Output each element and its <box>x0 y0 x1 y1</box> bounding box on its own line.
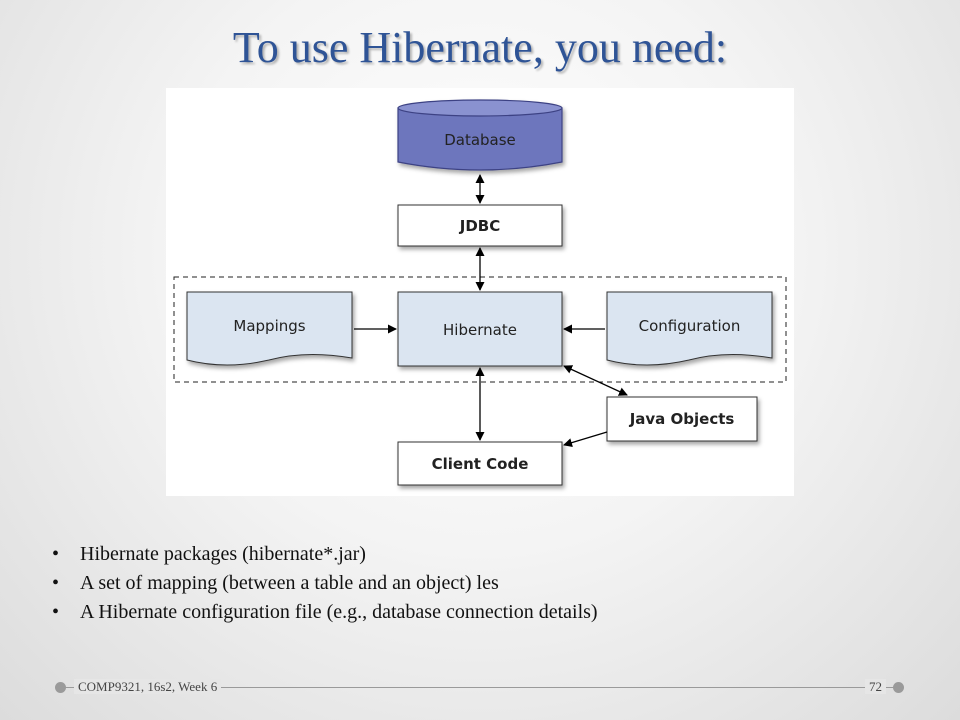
list-item: • A set of mapping (between a table and a… <box>52 569 598 598</box>
database-cylinder <box>397 99 563 171</box>
configuration-document <box>606 291 773 366</box>
footer-dot-icon <box>55 682 66 693</box>
footer-divider <box>60 687 900 688</box>
diagram-graphics <box>173 99 787 486</box>
page-number: 72 <box>865 679 898 695</box>
client-code-label: Client Code <box>431 454 529 473</box>
java-objects-box <box>606 396 758 442</box>
architecture-diagram: Database JDBC Mappings Hibernate Configu… <box>166 88 794 496</box>
footer-course-text: COMP9321, 16s2, Week 6 <box>74 679 222 694</box>
page-number-text: 72 <box>865 679 886 694</box>
requirements-list: • Hibernate packages (hibernate*.jar) • A … <box>52 540 598 627</box>
list-item-text: A set of mapping (between a table and an… <box>80 572 499 594</box>
list-item: • A Hibernate configuration file (e.g., d… <box>52 598 598 627</box>
mappings-label: Mappings <box>233 317 306 335</box>
arrow-javaobjects-clientcode <box>563 431 608 447</box>
bullet-icon: • <box>52 543 60 565</box>
jdbc-label: JDBC <box>459 216 501 235</box>
java-objects-label: Java Objects <box>629 410 735 428</box>
bullet-icon: • <box>52 601 60 623</box>
client-code-box <box>397 441 563 486</box>
hibernate-label: Hibernate <box>443 321 517 339</box>
slide-title: To use Hibernate, you need: <box>232 23 728 72</box>
hibernate-box <box>397 291 563 367</box>
list-item-text: A Hibernate configuration file (e.g., da… <box>80 601 598 623</box>
arrow-hibernate-javaobjects <box>563 365 628 396</box>
jdbc-box <box>397 204 563 247</box>
bullet-icon: • <box>52 572 60 594</box>
configuration-label: Configuration <box>638 317 741 335</box>
footer-dot-icon <box>893 682 904 693</box>
mappings-document <box>186 291 353 366</box>
footer-course-info: COMP9321, 16s2, Week 6 <box>60 679 222 695</box>
list-item-text: Hibernate packages (hibernate*.jar) <box>80 543 366 565</box>
list-item: • Hibernate packages (hibernate*.jar) <box>52 540 598 569</box>
database-label: Database <box>444 131 516 149</box>
